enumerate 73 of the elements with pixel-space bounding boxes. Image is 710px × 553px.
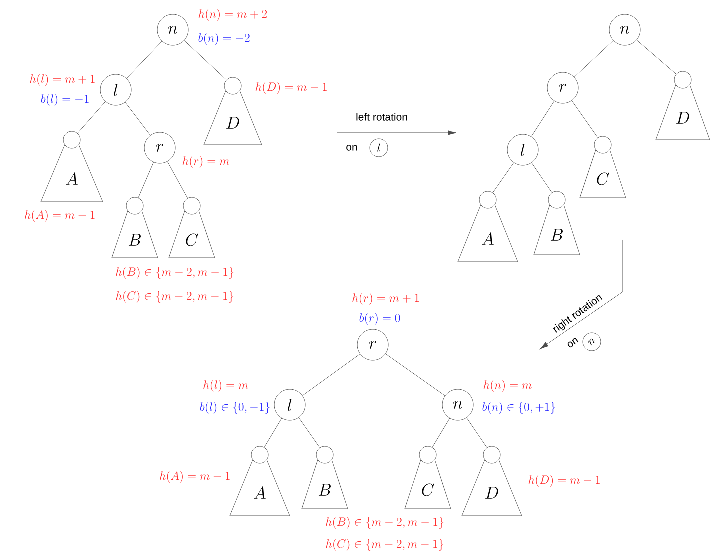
annotation: $b(r) = 0$ <box>360 313 400 325</box>
annotation: $h(A) = m-1$ <box>25 210 95 222</box>
tree-edge <box>126 41 162 79</box>
node-label: $D$ <box>676 112 690 124</box>
tree-edge <box>167 162 188 199</box>
tree-edge <box>386 354 446 396</box>
tree-edge <box>298 418 320 448</box>
subtree-triangle: $A$ <box>40 131 104 202</box>
subtree-triangle: $D$ <box>656 71 710 140</box>
tree-edge <box>138 162 154 198</box>
node-label: $A$ <box>66 172 78 185</box>
node-label: $D$ <box>486 487 498 499</box>
node-label: $A$ <box>482 232 494 245</box>
annotation: $h(n) = m+2$ <box>198 9 267 21</box>
rotation-label: on <box>346 145 358 151</box>
annotation: $h(l) = m+1$ <box>30 74 95 86</box>
tree-edge <box>531 100 555 137</box>
node-label: $C$ <box>186 234 198 246</box>
rotation-label: left rotation <box>356 113 408 121</box>
tree-edge <box>574 40 614 78</box>
tree-node: $r$ <box>547 72 579 104</box>
annotation: $b(n) = -2$ <box>198 33 250 45</box>
node-label: $B$ <box>318 484 331 496</box>
tree-edge <box>125 102 151 136</box>
tree-node: $l$ <box>100 74 132 106</box>
tree-edge <box>532 162 552 193</box>
tree-edge <box>432 418 450 448</box>
circled-node-label: $n$ <box>582 332 602 352</box>
annotation: $h(B) \in \{m-2, m-1\}$ <box>116 267 234 279</box>
tree-node: $l$ <box>507 134 539 166</box>
subtree-triangle: $B$ <box>112 197 158 258</box>
tree-node: $r$ <box>357 329 389 361</box>
tree-node: $r$ <box>144 132 176 164</box>
subtree-triangle: $B$ <box>534 191 580 256</box>
tree-edge <box>184 40 227 80</box>
annotation: $h(l) = m$ <box>204 380 248 392</box>
tree-edge <box>264 418 282 448</box>
annotation: $b(l) \in \{0, -1\}$ <box>200 402 270 414</box>
node-label: $C$ <box>422 484 434 496</box>
node-label: $B$ <box>128 234 141 246</box>
subtree-triangle: $C$ <box>580 136 626 198</box>
tree-edge <box>466 418 488 448</box>
tree-node: $n$ <box>157 14 189 46</box>
annotation: $h(n) = m$ <box>484 380 532 392</box>
tree-node: $l$ <box>274 389 306 421</box>
subtree-triangle: $D$ <box>462 446 522 516</box>
subtree-triangle: $C$ <box>404 446 452 510</box>
tree-edge <box>302 354 360 396</box>
annotation: $h(r) = m$ <box>182 156 230 168</box>
circled-node-label: $l$ <box>370 138 388 158</box>
node-label: $B$ <box>550 229 563 241</box>
subtree-triangle: $B$ <box>302 446 348 510</box>
tree-edge <box>636 40 677 75</box>
annotation: $h(B) \in \{m-2, m-1\}$ <box>326 517 444 529</box>
annotation: $h(r) = m+1$ <box>352 293 420 305</box>
annotation: $h(A) = m-1$ <box>160 471 230 483</box>
subtree-triangle: $A$ <box>458 191 518 262</box>
node-label: $A$ <box>254 486 266 499</box>
annotation: $h(C) \in \{m-2, m-1\}$ <box>116 291 234 303</box>
tree-edge <box>492 162 514 194</box>
tree-node: $n$ <box>442 389 474 421</box>
annotation: $b(l) = -1$ <box>41 94 89 106</box>
node-label: $D$ <box>226 117 240 129</box>
node-label: $C$ <box>597 172 610 186</box>
tree-edge <box>78 102 106 134</box>
annotation: $b(n) \in \{0, +1\}$ <box>482 402 556 414</box>
subtree-triangle: $C$ <box>168 197 216 258</box>
annotation: $h(D) = m-1$ <box>528 475 600 487</box>
subtree-triangle: $A$ <box>230 446 290 516</box>
annotation: $h(C) \in \{m-2, m-1\}$ <box>326 539 444 551</box>
annotation: $h(D) = m-1$ <box>256 82 327 94</box>
tree-edge <box>572 100 598 138</box>
tree-node: $n$ <box>609 14 641 46</box>
